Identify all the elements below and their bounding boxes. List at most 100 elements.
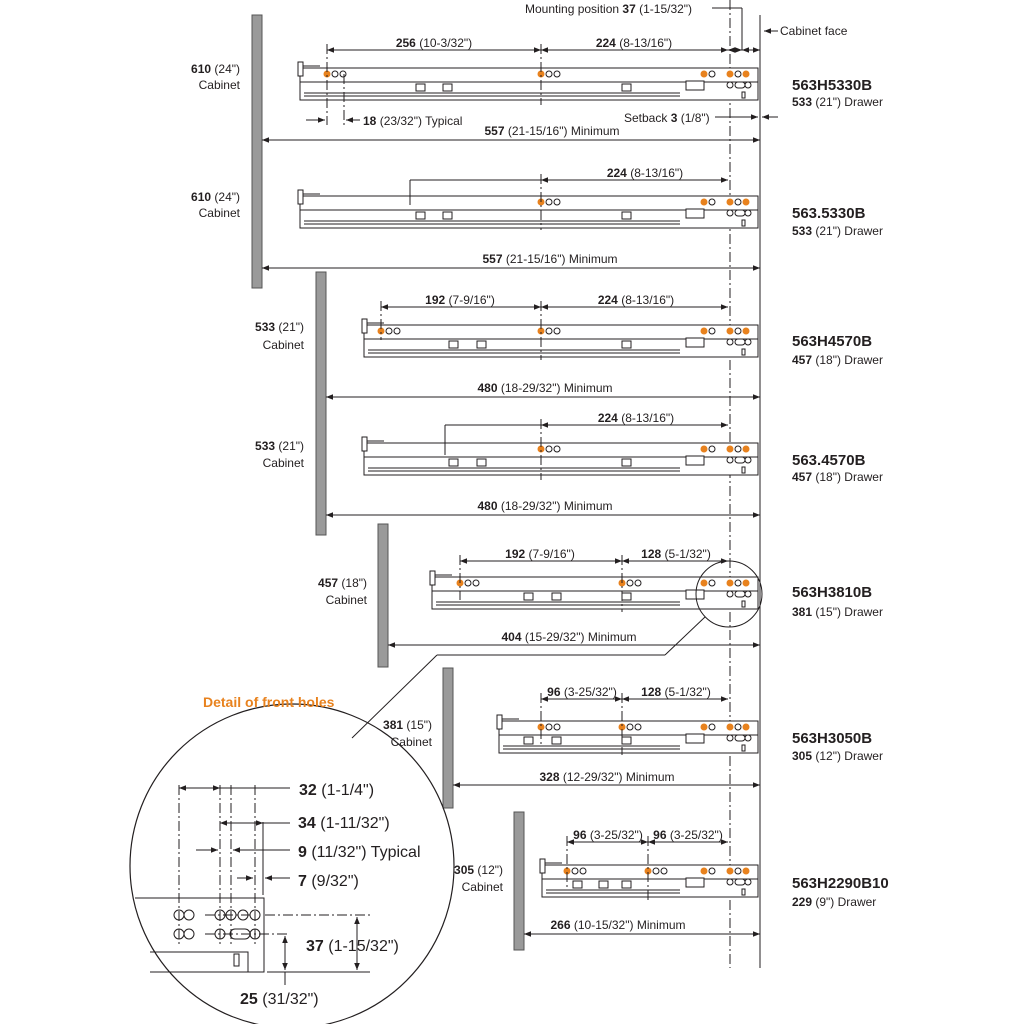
mounting-hole — [742, 723, 750, 731]
drawer-size: 533 (21") Drawer — [792, 95, 883, 109]
slot — [741, 348, 746, 356]
drawer-size: 533 (21") Drawer — [792, 224, 883, 238]
catch — [685, 455, 705, 466]
mounting-hole — [726, 723, 734, 731]
dim-label: 128 (5-1/32") — [641, 685, 711, 699]
cabinet-word: Cabinet — [199, 206, 241, 220]
cabinet-word: Cabinet — [326, 593, 368, 607]
hole — [545, 723, 553, 731]
rear-bracket — [297, 61, 304, 77]
hole — [744, 590, 752, 598]
slot-hole — [734, 734, 746, 742]
catch — [685, 733, 705, 744]
slot — [741, 466, 746, 474]
hole — [464, 579, 472, 587]
hole — [553, 70, 561, 78]
model-number: 563.4570B — [792, 452, 866, 469]
hole — [726, 81, 734, 89]
hole — [708, 70, 716, 78]
slot-hole — [734, 81, 746, 89]
slide-member — [299, 195, 759, 211]
minimum-depth-label: 480 (18-29/32") Minimum — [478, 381, 613, 395]
hole — [744, 209, 752, 217]
slot — [598, 880, 609, 889]
detail-dim-34: 34 (1-11/32") — [298, 815, 390, 832]
detail-dim-7: 7 (9/32") — [298, 873, 359, 890]
slot — [448, 458, 459, 467]
hole — [553, 723, 561, 731]
mounting-hole — [700, 867, 708, 875]
dim-label: 224 (8-13/16") — [607, 166, 683, 180]
hole — [579, 867, 587, 875]
model-number: 563H2290B10 — [792, 875, 889, 892]
dim-label: 96 (3-25/32") — [547, 685, 617, 699]
hole — [734, 327, 742, 335]
hole — [726, 878, 734, 886]
setback-label: Setback 3 (1/8") — [624, 111, 710, 125]
mounting-hole — [700, 579, 708, 587]
hole — [331, 70, 339, 78]
detail-title: Detail of front holes — [203, 694, 335, 710]
hole — [744, 878, 752, 886]
slot — [233, 953, 240, 967]
slide-detail-rail — [150, 951, 249, 972]
slot-hole — [734, 878, 746, 886]
mounting-hole — [742, 867, 750, 875]
geometry — [129, 0, 778, 1024]
slide-member — [363, 442, 759, 458]
model-number: 563H3810B — [792, 584, 872, 601]
cabinet-size: 533 (21") — [255, 439, 304, 453]
cabinet-size: 305 (12") — [454, 863, 503, 877]
hole — [553, 445, 561, 453]
mounting-hole — [700, 70, 708, 78]
slot — [442, 211, 453, 220]
cabinet-word: Cabinet — [263, 338, 305, 352]
hole — [726, 456, 734, 464]
slot — [621, 736, 632, 745]
hole — [626, 723, 634, 731]
slot — [572, 880, 583, 889]
mounting-hole — [742, 445, 750, 453]
hole — [571, 867, 579, 875]
hole — [708, 867, 716, 875]
catch — [685, 80, 705, 91]
cabinet-size: 457 (18") — [318, 576, 367, 590]
rear-bracket — [297, 189, 304, 205]
hole — [726, 338, 734, 346]
cabinet-word: Cabinet — [462, 880, 504, 894]
dim-label: 224 (8-13/16") — [598, 411, 674, 425]
slot — [741, 744, 746, 752]
hole — [744, 456, 752, 464]
hole — [708, 198, 716, 206]
hole — [660, 867, 668, 875]
slot-hole — [734, 338, 746, 346]
hole — [734, 579, 742, 587]
slot — [415, 83, 426, 92]
cabinet-side-panel — [513, 811, 525, 951]
slot — [551, 736, 562, 745]
hole — [472, 579, 480, 587]
detail-hole — [183, 928, 195, 940]
hole — [726, 209, 734, 217]
mounting-hole — [742, 579, 750, 587]
hole — [393, 327, 401, 335]
slot — [415, 211, 426, 220]
model-number: 563H5330B — [792, 77, 872, 94]
hole — [708, 579, 716, 587]
hole — [545, 70, 553, 78]
rear-bracket — [539, 858, 546, 874]
hole — [708, 445, 716, 453]
hole — [726, 734, 734, 742]
cabinet-side-panel — [377, 523, 389, 668]
slide-member — [363, 324, 759, 340]
row-labels: 563H5330B 533 (21") Drawer 610 (24") Cab… — [191, 36, 889, 932]
hole — [734, 867, 742, 875]
drawer-size: 457 (18") Drawer — [792, 470, 883, 484]
slot — [621, 458, 632, 467]
hole — [553, 327, 561, 335]
slot — [621, 83, 632, 92]
detail-leader — [351, 654, 438, 739]
hole — [708, 723, 716, 731]
mounting-hole — [726, 579, 734, 587]
